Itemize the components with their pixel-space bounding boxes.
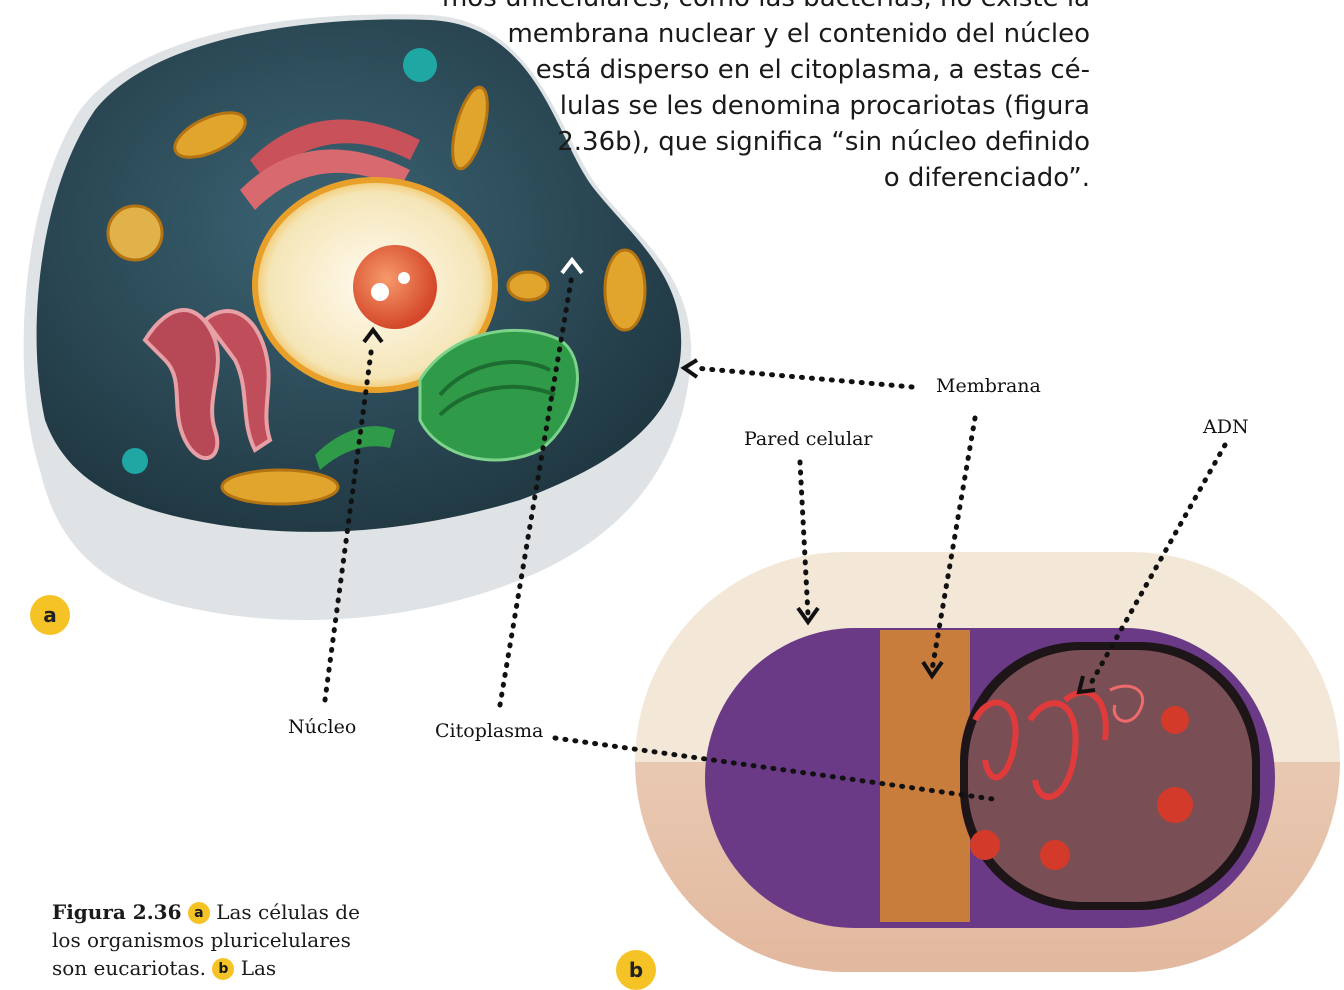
body-paragraph: mos unicelulares, como las bacterias, no… bbox=[440, 0, 1090, 196]
caption-text-b: Las bbox=[241, 956, 276, 980]
badge-a: a bbox=[30, 595, 70, 635]
figure-caption: Figura 2.36 a Las células de los organis… bbox=[52, 898, 382, 982]
badge-b: b bbox=[616, 950, 656, 990]
paragraph-line: membrana nuclear y el contenido del núcl… bbox=[440, 16, 1090, 52]
caption-badge-a: a bbox=[188, 902, 210, 924]
paragraph-line: 2.36b), que significa “sin núcleo defini… bbox=[440, 124, 1090, 160]
prokaryotic-cell-image bbox=[635, 552, 1340, 972]
paragraph-line: está disperso en el citoplasma, a estas … bbox=[440, 52, 1090, 88]
label-membrana: Membrana bbox=[936, 375, 1041, 397]
caption-badge-b: b bbox=[212, 958, 234, 980]
label-nucleo: Núcleo bbox=[288, 716, 356, 738]
caption-figure-number: Figura 2.36 bbox=[52, 900, 182, 924]
paragraph-line: mos unicelulares, como las bacterias, no… bbox=[440, 0, 1090, 16]
label-citoplasma: Citoplasma bbox=[435, 720, 543, 742]
label-pared-celular: Pared celular bbox=[744, 428, 872, 450]
paragraph-line: o diferenciado”. bbox=[440, 160, 1090, 196]
paragraph-line: lulas se les denomina procariotas (figur… bbox=[440, 88, 1090, 124]
label-adn: ADN bbox=[1203, 416, 1249, 438]
